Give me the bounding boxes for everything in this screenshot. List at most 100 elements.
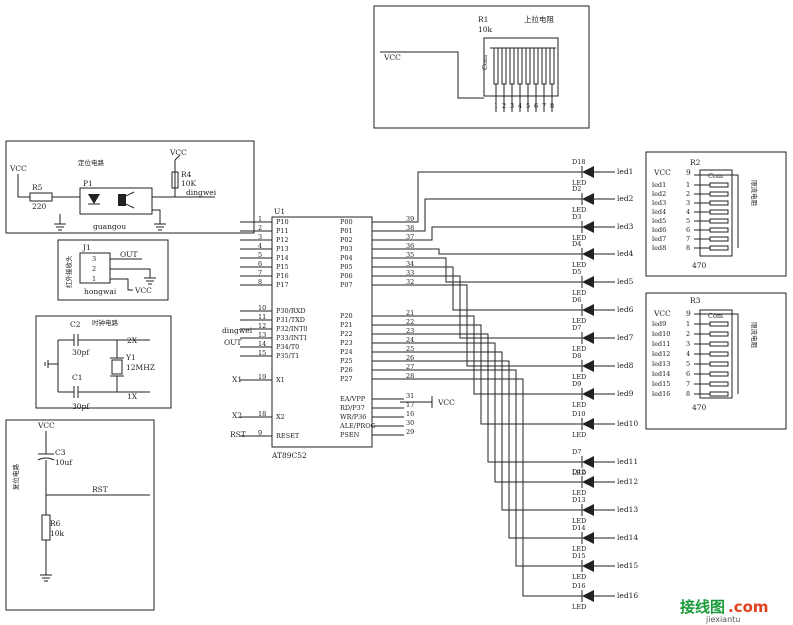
bus-wire xyxy=(404,275,572,339)
mcu-right-pin-name: P05 xyxy=(340,263,353,271)
r3-vcc-pin: 9 xyxy=(686,309,691,318)
led-ref: D15 xyxy=(572,552,585,560)
mcu-right-pin-name: P27 xyxy=(340,375,353,383)
c2-ref: C2 xyxy=(70,320,81,329)
mcu-net-dingwei: dingwei xyxy=(222,326,253,335)
bus-wire xyxy=(404,360,572,539)
bus-wire xyxy=(404,226,572,241)
mcu-left-pin-num: 8 xyxy=(258,278,262,286)
led-diode xyxy=(582,504,594,516)
led-ref: D3 xyxy=(572,213,581,221)
rnet-resistor xyxy=(709,341,729,347)
svg-text:3: 3 xyxy=(92,255,96,263)
led-net: led10 xyxy=(617,419,638,428)
rnet-row-pin: 7 xyxy=(686,235,690,243)
r4-value: 10K xyxy=(181,179,197,188)
watermark-url: jiexiantu xyxy=(705,615,740,624)
rnet-row-net: led2 xyxy=(652,190,666,198)
pullup-num: 2 xyxy=(502,102,506,110)
rnet-resistor xyxy=(709,209,729,215)
reset-title: 复位电路 xyxy=(11,464,20,491)
mcu-left-pin-num: 9 xyxy=(258,429,262,437)
pullup-network xyxy=(483,37,559,97)
led-ref: D7 xyxy=(572,324,581,332)
led-diode xyxy=(582,360,594,372)
rnet-resistor xyxy=(709,361,729,367)
led-ref: D16 xyxy=(572,582,585,590)
rnet-resistor xyxy=(709,391,729,397)
rnet-row-net: led14 xyxy=(652,370,670,378)
led-sub: LED xyxy=(572,469,586,477)
rnet-resistor xyxy=(709,331,729,337)
rnet-row-pin: 5 xyxy=(686,217,690,225)
mcu-right-pin-num: 27 xyxy=(406,363,414,371)
pullup-num: 7 xyxy=(542,102,546,110)
mcu-left-pin-name: P16 xyxy=(276,272,289,280)
pullup-resistor xyxy=(493,47,499,85)
led-ref: D18 xyxy=(572,158,585,166)
r2-frame xyxy=(645,151,787,277)
pullup-num: 8 xyxy=(550,102,554,110)
led-ref: D8 xyxy=(572,352,581,360)
ir-part: hongwai xyxy=(84,287,117,296)
pullup-resistor xyxy=(509,47,515,85)
rnet-row-pin: 6 xyxy=(686,370,690,378)
rnet-row-pin: 2 xyxy=(686,330,690,338)
mcu-right-pin-num: 29 xyxy=(406,428,414,436)
rnet-row-net: led13 xyxy=(652,360,670,368)
reset-vcc: VCC xyxy=(37,421,55,430)
r2-value: 470 xyxy=(692,261,707,270)
mcu-net-x2: X2 xyxy=(232,411,242,420)
reset-frame xyxy=(5,419,155,611)
mcu-right-pin-name: P07 xyxy=(340,281,353,289)
mcu-left-pin-num: 3 xyxy=(258,233,262,241)
rnet-row-pin: 2 xyxy=(686,190,690,198)
rnet-resistor xyxy=(709,245,729,251)
pullup-num: 6 xyxy=(534,102,538,110)
pullup-ref: R1 xyxy=(478,15,488,24)
p1-ref: P1 xyxy=(83,179,93,188)
mcu-right-pin-name: P23 xyxy=(340,339,353,347)
led-sub: LED xyxy=(572,573,586,581)
led-net: led13 xyxy=(617,505,638,514)
r6-value: 10k xyxy=(50,529,65,538)
bus-wire xyxy=(404,324,572,425)
led-diode xyxy=(582,332,594,344)
mcu-left-pin-name: P13 xyxy=(276,245,289,253)
led-net: led1 xyxy=(617,167,633,176)
rnet-row-pin: 8 xyxy=(686,390,690,398)
mcu-left-pin-name: P15 xyxy=(276,263,289,271)
led-sub: LED xyxy=(572,179,586,187)
mcu-left-pin-name: P34/T0 xyxy=(276,343,299,351)
mcu-right-pin-num: 39 xyxy=(406,215,414,223)
pullup-resistor xyxy=(525,47,531,85)
mcu-right-pin-num: 33 xyxy=(406,269,414,277)
mcu-left-pin-num: 11 xyxy=(258,313,266,321)
r4-ref: R4 xyxy=(181,170,192,179)
mcu-right-pin-name: P21 xyxy=(340,321,353,329)
mcu-left-pin-name: P31/TXD xyxy=(276,316,305,324)
mcu-right-pin-name: PSEN xyxy=(340,431,360,439)
led-diode xyxy=(582,304,594,316)
led-ref: D12 xyxy=(572,468,585,476)
clock-1x: 1X xyxy=(127,392,138,401)
pullup-num: 5 xyxy=(526,102,530,110)
led-net: led7 xyxy=(617,333,634,342)
led-diode xyxy=(582,418,594,430)
rnet-row-pin: 4 xyxy=(686,208,690,216)
rnet-resistor xyxy=(709,321,729,327)
mcu-right-pin-num: 17 xyxy=(406,401,414,409)
mcu-right-pin-num: 25 xyxy=(406,345,414,353)
pullup-value: 10k xyxy=(478,25,493,34)
mcu-right-pin-name: P22 xyxy=(340,330,353,338)
mcu-right-pin-num: 22 xyxy=(406,318,414,326)
led-net: led12 xyxy=(617,477,638,486)
mcu-right-pin-num: 21 xyxy=(406,309,414,317)
led-diode xyxy=(582,532,594,544)
rnet-row-net: led8 xyxy=(652,244,666,252)
led-diode xyxy=(582,221,594,233)
rnet-row-net: led5 xyxy=(652,217,666,225)
bus-wire xyxy=(404,171,572,223)
